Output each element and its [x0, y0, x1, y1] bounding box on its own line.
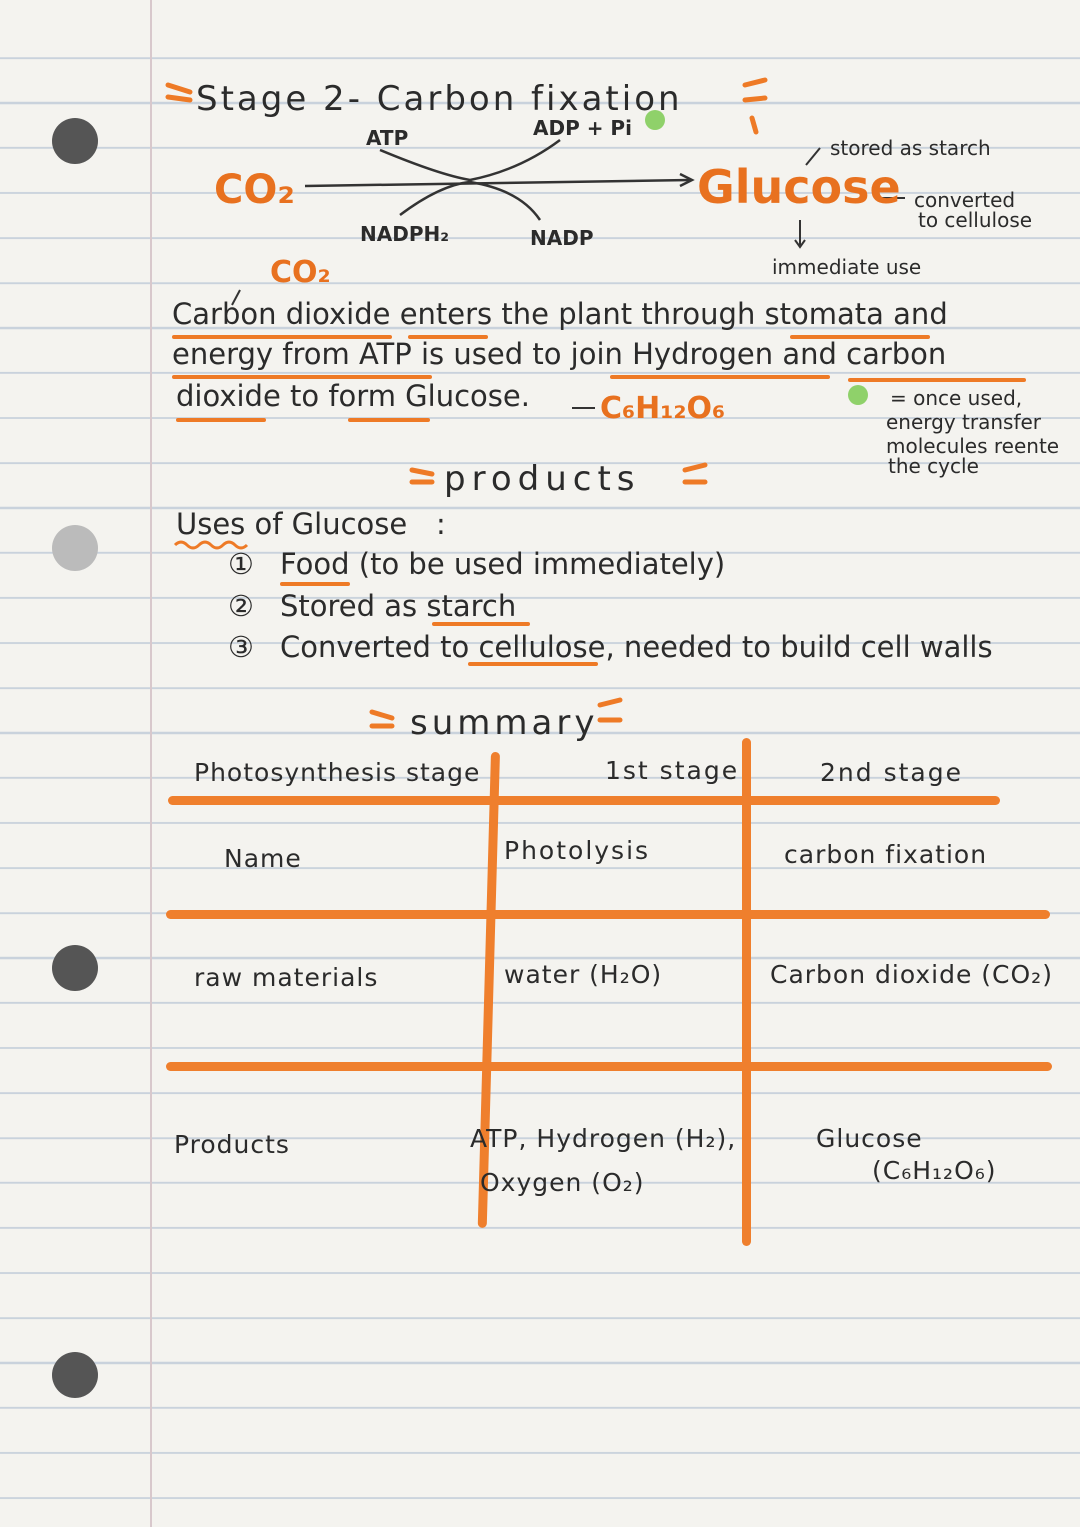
fate-converted-cellulose: to cellulose — [918, 208, 1033, 232]
fate-immediate-use: immediate use — [772, 255, 922, 279]
table-rule — [168, 796, 1000, 805]
list-item-3-number: ③ — [228, 630, 254, 664]
punch-hole — [52, 945, 98, 991]
cell-products-stage-1: ATP, Hydrogen (H₂), — [470, 1124, 737, 1153]
list-item-3: Converted to cellulose, needed to build … — [280, 630, 993, 664]
punch-hole — [52, 1352, 98, 1398]
underline — [280, 582, 350, 586]
table-column-rule — [742, 738, 751, 1246]
cell-name-stage-2: carbon fixation — [784, 840, 988, 869]
explanation-line-2: energy from ATP is used to join Hydrogen… — [172, 337, 947, 371]
margin-line — [150, 0, 152, 1527]
products-heading: products — [444, 459, 641, 499]
fate-converted: converted — [914, 188, 1016, 212]
table-header-stage-1: 1st stage — [605, 756, 740, 785]
product-glucose: Glucose — [697, 160, 901, 214]
cell-products-stage-1-line-2: Oxygen (O₂) — [480, 1168, 645, 1197]
row-label-raw-materials: raw materials — [194, 963, 379, 992]
fate-stored-starch: stored as starch — [830, 136, 991, 160]
cell-products-stage-2-line-2: (C₆H₁₂O₆) — [872, 1156, 997, 1185]
cell-raw-stage-1: water (H₂O) — [504, 960, 663, 989]
adp-label: ADP + Pi — [533, 116, 632, 140]
glucose-formula: C₆H₁₂O₆ — [600, 391, 726, 426]
underline — [790, 335, 930, 339]
underline — [848, 378, 1026, 382]
explanation-line-1: Carbon dioxide enters the plant through … — [172, 297, 948, 331]
punch-hole — [52, 118, 98, 164]
uses-title: Uses of Glucose — [176, 507, 408, 541]
underline — [432, 622, 530, 626]
list-item-2: Stored as starch — [280, 589, 517, 623]
note-line-2: energy transfer — [886, 410, 1042, 434]
table-rule — [166, 1062, 1052, 1071]
underline — [348, 418, 430, 422]
cell-products-stage-2: Glucose — [816, 1124, 923, 1153]
row-label-name: Name — [224, 844, 302, 873]
list-item-1-number: ① — [228, 547, 254, 581]
cell-raw-stage-2: Carbon dioxide (CO₂) — [770, 960, 1053, 989]
table-header-stage-2: 2nd stage — [820, 758, 963, 787]
atp-label: ATP — [366, 126, 409, 150]
punch-hole — [52, 525, 98, 571]
uses-colon: : — [436, 507, 446, 541]
nadp-label: NADP — [530, 226, 594, 250]
page-title: Stage 2- Carbon fixation — [196, 79, 683, 119]
note-line-4: the cycle — [888, 454, 979, 478]
underline — [408, 335, 488, 339]
underline — [176, 418, 266, 422]
row-label-products: Products — [174, 1130, 290, 1159]
underline — [172, 335, 392, 339]
nadph-label: NADPH₂ — [360, 222, 449, 246]
table-header-stage: Photosynthesis stage — [194, 758, 481, 787]
note-line-3: molecules reente — [886, 434, 1060, 458]
explanation-line-3: dioxide to form Glucose. — [176, 379, 530, 413]
table-rule — [166, 910, 1050, 919]
reactant-co2: CO₂ — [214, 167, 295, 213]
co2-annotation: CO₂ — [270, 255, 331, 290]
summary-heading: summary — [410, 703, 599, 743]
note-line-1: = once used, — [890, 386, 1023, 410]
list-item-1: Food (to be used immediately) — [280, 547, 726, 581]
underline — [172, 375, 432, 379]
underline — [610, 375, 830, 379]
underline — [468, 662, 598, 666]
list-item-2-number: ② — [228, 589, 254, 623]
cell-name-stage-1: Photolysis — [504, 836, 651, 865]
